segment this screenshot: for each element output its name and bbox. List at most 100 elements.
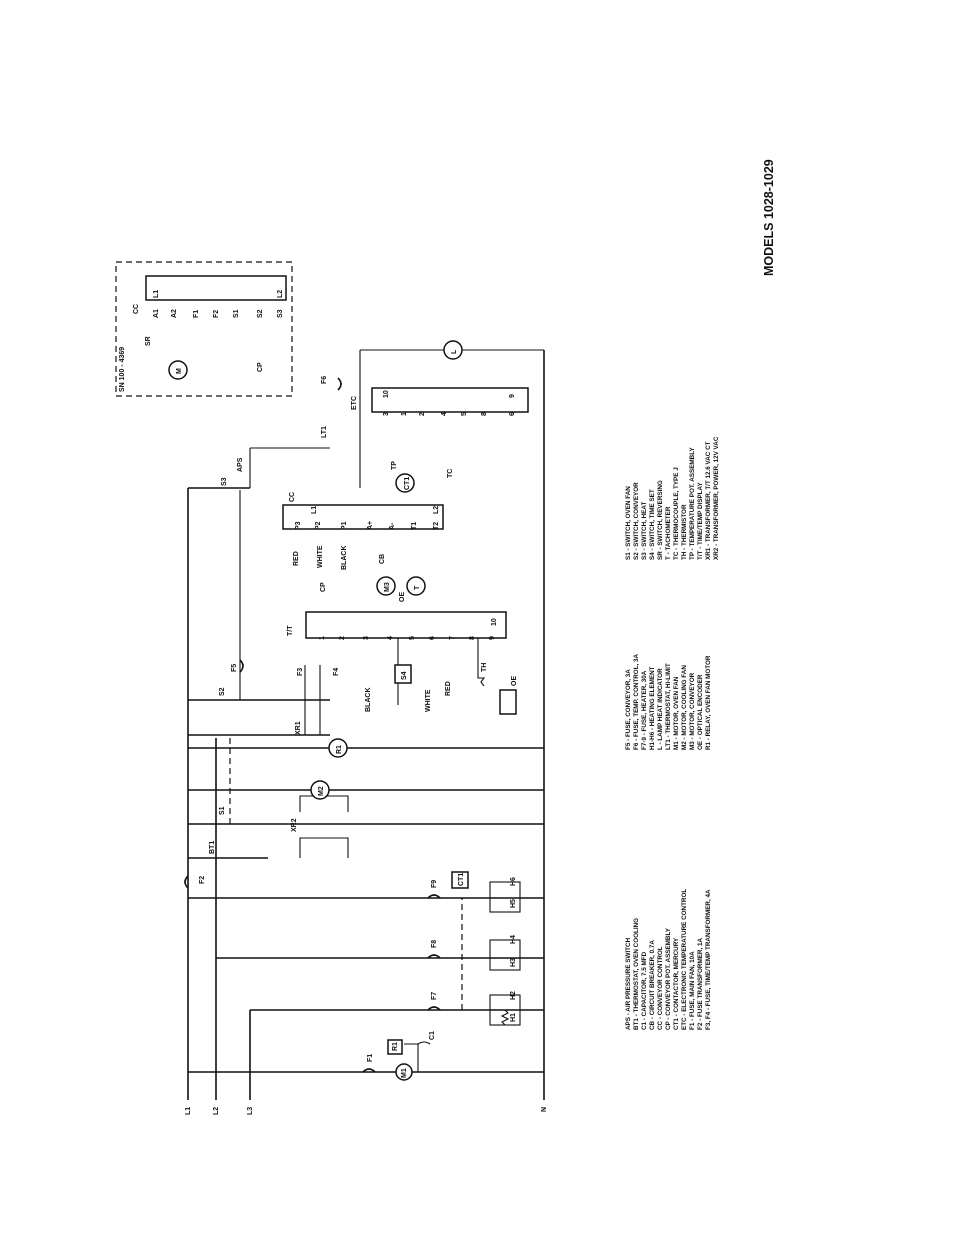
time-temp-display-block: T/T 1 2 3 4 5 6 7 8 9 10 S4 TH OE xyxy=(287,611,518,715)
label-h1: H1 xyxy=(510,1013,517,1022)
label-bt1: BT1 xyxy=(209,841,216,854)
label-ct1: CT1 xyxy=(404,477,411,490)
legend-col1-row11: F3, F4 - FUSE, TIME/TEMP TRANSFORMER, 4A xyxy=(705,889,712,1030)
conveyor-control-block: CC P3 P2 P1 A+ A- T1 T2 L1 L2 RED WHITE … xyxy=(282,492,444,602)
label-tt: T/T xyxy=(287,625,294,636)
tt-pin-5: 5 xyxy=(409,636,416,640)
heater-group: F7 F8 F9 CT1 H1 H2 H3 H4 H5 H6 xyxy=(427,871,521,1026)
cc-upper-pin-s2: S2 xyxy=(257,309,264,318)
cc-upper-block xyxy=(145,275,287,301)
etc-pin-2: 2 xyxy=(419,412,426,416)
m3-motor-icon xyxy=(376,576,396,596)
label-l2: L2 xyxy=(213,1107,220,1115)
cc-pin-p3: P3 xyxy=(295,521,302,530)
cc-upper-pin-s1: S1 xyxy=(233,309,240,318)
cc-pin-t1: T1 xyxy=(411,522,418,530)
f2-fuse-icon xyxy=(184,875,189,889)
label-l-lamp: L xyxy=(451,349,458,354)
label-n: N xyxy=(541,1107,548,1112)
label-s1: S1 xyxy=(219,806,226,815)
r1-contact-box xyxy=(387,1039,403,1055)
h3-h4-frame xyxy=(489,939,521,971)
m1-motor-icon xyxy=(395,1063,413,1081)
oven-fan-motor-group: M1 F1 R1 C1 xyxy=(362,1031,436,1081)
label-s4: S4 xyxy=(401,671,408,680)
tt-pin-1: 1 xyxy=(319,636,326,640)
label-h3: H3 xyxy=(510,958,517,967)
etc-pin-1: 1 xyxy=(401,412,408,416)
label-f6: F6 xyxy=(321,376,328,384)
label-m3: M3 xyxy=(384,582,391,592)
m-motor-icon xyxy=(168,360,188,380)
tt-pin-4: 4 xyxy=(387,636,394,640)
legend-col3-row12: XR2 - TRANSFORMER, POWER, 12V VAC xyxy=(713,436,720,560)
sn-dashed-frame xyxy=(115,261,293,397)
label-black-1: BLACK xyxy=(365,688,372,713)
cc-upper-pin-l1: L1 xyxy=(153,290,160,298)
legend-col3-row2: S2 - SWITCH, CONVEYOR xyxy=(633,482,640,560)
label-oe-mid: OE xyxy=(399,592,406,602)
c1-capacitor-icon xyxy=(404,1041,431,1072)
label-xr1: XR1 xyxy=(295,721,302,735)
label-f9: F9 xyxy=(431,880,438,888)
legend-col1-row1: APS - AIR PRESSURE SWITCH xyxy=(625,937,632,1030)
f7-fuse-icon xyxy=(427,1006,441,1011)
f8-fuse-icon xyxy=(427,954,441,959)
label-s2: S2 xyxy=(219,687,226,696)
label-cp-upper: CP xyxy=(257,362,264,372)
cc-upper-pin-f1: F1 xyxy=(193,310,200,318)
sn-note: SN 100 - 4369 xyxy=(119,347,126,392)
heat-switch-group: S3 APS LT1 F6 xyxy=(221,376,342,488)
cc-pin-l2: L2 xyxy=(433,506,440,514)
legend-col2-row4: H1-H6 - HEATING ELEMENT xyxy=(649,666,656,750)
label-cc-upper: CC xyxy=(133,304,140,314)
etc-pin-9: 9 xyxy=(509,394,516,398)
label-tc: TC xyxy=(447,469,454,478)
tt-pin-8: 8 xyxy=(469,636,476,640)
cc-upper-pin-a1: A1 xyxy=(153,309,160,318)
m2-motor-icon xyxy=(310,780,330,800)
xr2-transformer-icon xyxy=(299,795,349,858)
label-cb: CB xyxy=(379,554,386,564)
label-t: T xyxy=(414,585,421,590)
ct1-contact-box xyxy=(451,871,469,889)
legend-col1-row3: C1 - CAPACITOR, 7.5 MFD xyxy=(641,951,648,1030)
cc-pin-p1: P1 xyxy=(341,521,348,530)
label-lt1: LT1 xyxy=(321,426,328,438)
label-red-1: RED xyxy=(293,551,300,566)
f5-fuse-icon xyxy=(239,659,244,673)
legend-col2-row3: F7-9 - FUSE, HEATER, 30A xyxy=(641,670,648,750)
legend-col1-row5: CC - CONVEYOR CONTROL xyxy=(657,946,664,1030)
ct1-coil-icon xyxy=(395,473,415,493)
tt-pin-7: 7 xyxy=(449,636,456,640)
cc-block xyxy=(282,504,444,530)
legend-col2-row6: LT1 - THERMOSTAT, HI-LIMIT xyxy=(665,663,672,750)
label-f8: F8 xyxy=(431,940,438,948)
label-f1: F1 xyxy=(367,1054,374,1062)
legend-col1-row6: CP - CONVEYOR POT. ASSEMBLY xyxy=(665,927,672,1030)
label-red-2: RED xyxy=(445,681,452,696)
label-c1: C1 xyxy=(429,1031,436,1040)
label-cp-mid: CP xyxy=(320,582,327,592)
tt-pin-3: 3 xyxy=(363,636,370,640)
label-h2: H2 xyxy=(510,991,517,1000)
label-etc: ETC xyxy=(351,396,358,410)
etc-pin-5: 5 xyxy=(461,412,468,416)
legend-col2-row2: F6 - FUSE, TEMP. CONTROL, 3A xyxy=(633,653,640,750)
legend-col1-row8: ETC - ELECTRONIC TEMPERATURE CONTROL xyxy=(681,889,688,1030)
legend-col2-row5: L - LAMP HEAT INDICATOR xyxy=(657,668,664,750)
label-h4: H4 xyxy=(510,935,517,944)
legend-col3-row6: T - TACHOMETER xyxy=(665,506,672,560)
f9-fuse-icon xyxy=(427,894,441,899)
sn-option-box: SN 100 - 4369 CC L1 A1 A2 F1 F2 S1 S2 S3… xyxy=(115,261,293,397)
label-f3: F3 xyxy=(297,668,304,676)
legend-col3-row1: S1 - SWITCH, OVEN FAN xyxy=(625,486,632,560)
legend-col1-row9: F1 - FUSE, MAIN FAN, 10A xyxy=(689,951,696,1030)
cc-upper-pin-f2: F2 xyxy=(213,310,220,318)
label-m1: M1 xyxy=(401,1068,408,1078)
legend-col2-row10: OE - OPTICAL ENCODER xyxy=(697,674,704,750)
label-m2: M2 xyxy=(318,786,325,796)
label-white-1: WHITE xyxy=(317,545,324,568)
tachometer-icon xyxy=(406,576,426,596)
